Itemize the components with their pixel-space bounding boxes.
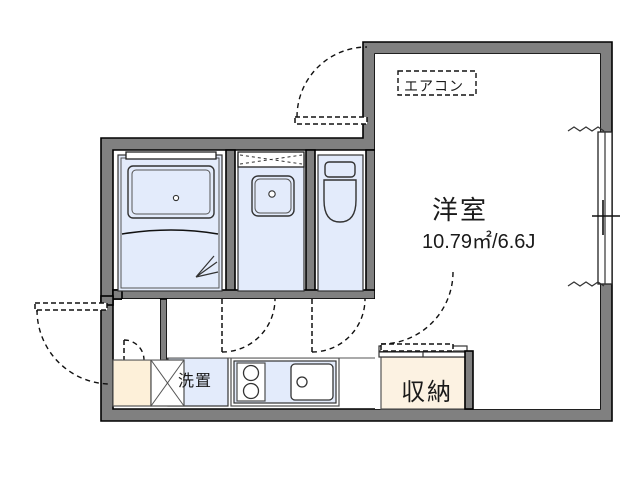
floor-sill-marks <box>122 357 375 361</box>
washroom-window <box>237 151 305 168</box>
bathtub <box>127 165 215 219</box>
balcony-sliding-door[interactable] <box>592 131 620 285</box>
toilet-room <box>317 154 364 292</box>
bath-door[interactable] <box>221 298 276 353</box>
entry-closet-door[interactable] <box>123 339 145 361</box>
curtain-rail-marks <box>567 126 605 287</box>
toilet <box>323 161 357 223</box>
unit-bath <box>117 151 223 292</box>
hallway-floor <box>122 299 375 360</box>
entrance-door[interactable] <box>34 302 109 385</box>
main-room-top-door[interactable] <box>294 46 368 125</box>
washbasin <box>251 175 295 217</box>
washroom <box>237 151 305 292</box>
stove-burners <box>236 362 266 402</box>
genkan-entrance <box>112 359 152 407</box>
aircon-unit <box>397 70 477 96</box>
toilet-door[interactable] <box>311 298 366 353</box>
kitchen-sink <box>290 363 334 401</box>
shoe-box <box>150 359 185 407</box>
kitchen-counter <box>230 357 340 407</box>
storage-closet <box>378 344 474 410</box>
main-room-door[interactable] <box>380 271 454 352</box>
